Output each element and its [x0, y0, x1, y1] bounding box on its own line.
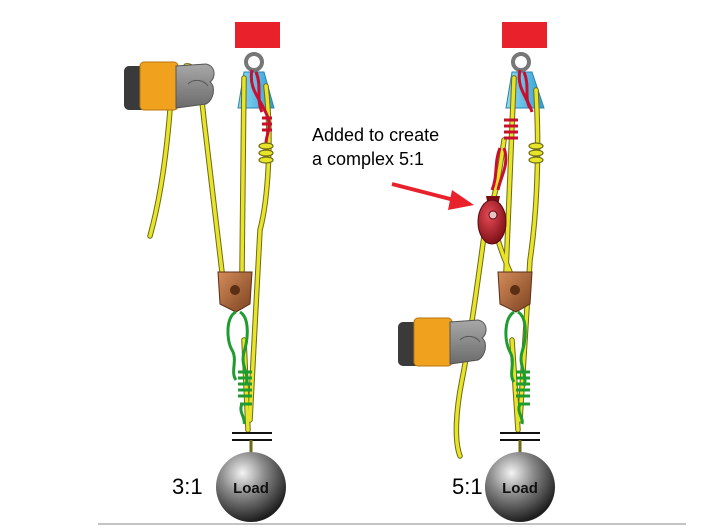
annotation-line-2: a complex 5:1	[312, 149, 425, 169]
right-glove-icon	[398, 317, 487, 367]
left-glove-icon	[124, 61, 215, 111]
right-rope-strands	[453, 75, 541, 459]
left-rope-strands	[147, 63, 272, 433]
left-anchor	[235, 22, 280, 48]
right-red-prusik	[490, 69, 534, 191]
right-load: Load	[485, 452, 555, 522]
left-load-label: Load	[233, 480, 269, 497]
right-load-label: Load	[502, 480, 538, 497]
left-load-separator	[232, 432, 272, 441]
right-added-pulley	[477, 196, 507, 245]
right-traveling-pulley	[497, 271, 533, 313]
right-anchor	[502, 22, 547, 48]
right-yellow-knot	[528, 142, 544, 164]
right-system: Load	[391, 22, 555, 522]
right-anchor-ring	[511, 52, 531, 72]
right-green-prusik	[504, 310, 530, 425]
annotation-line-1: Added to create	[312, 125, 440, 145]
right-load-separator	[500, 432, 540, 441]
left-system: Load	[124, 22, 286, 522]
annotation-arrow-icon	[391, 182, 474, 210]
left-load: Load	[216, 452, 286, 522]
left-ratio-label: 3:1	[172, 474, 203, 499]
left-red-prusik	[249, 69, 272, 151]
annotation-text: Added to create a complex 5:1	[312, 123, 439, 171]
left-traveling-pulley	[217, 271, 253, 313]
left-green-prusik	[226, 310, 252, 425]
left-anchor-ring	[244, 52, 264, 72]
right-ratio-label: 5:1	[452, 474, 483, 499]
left-yellow-knot	[258, 142, 274, 164]
